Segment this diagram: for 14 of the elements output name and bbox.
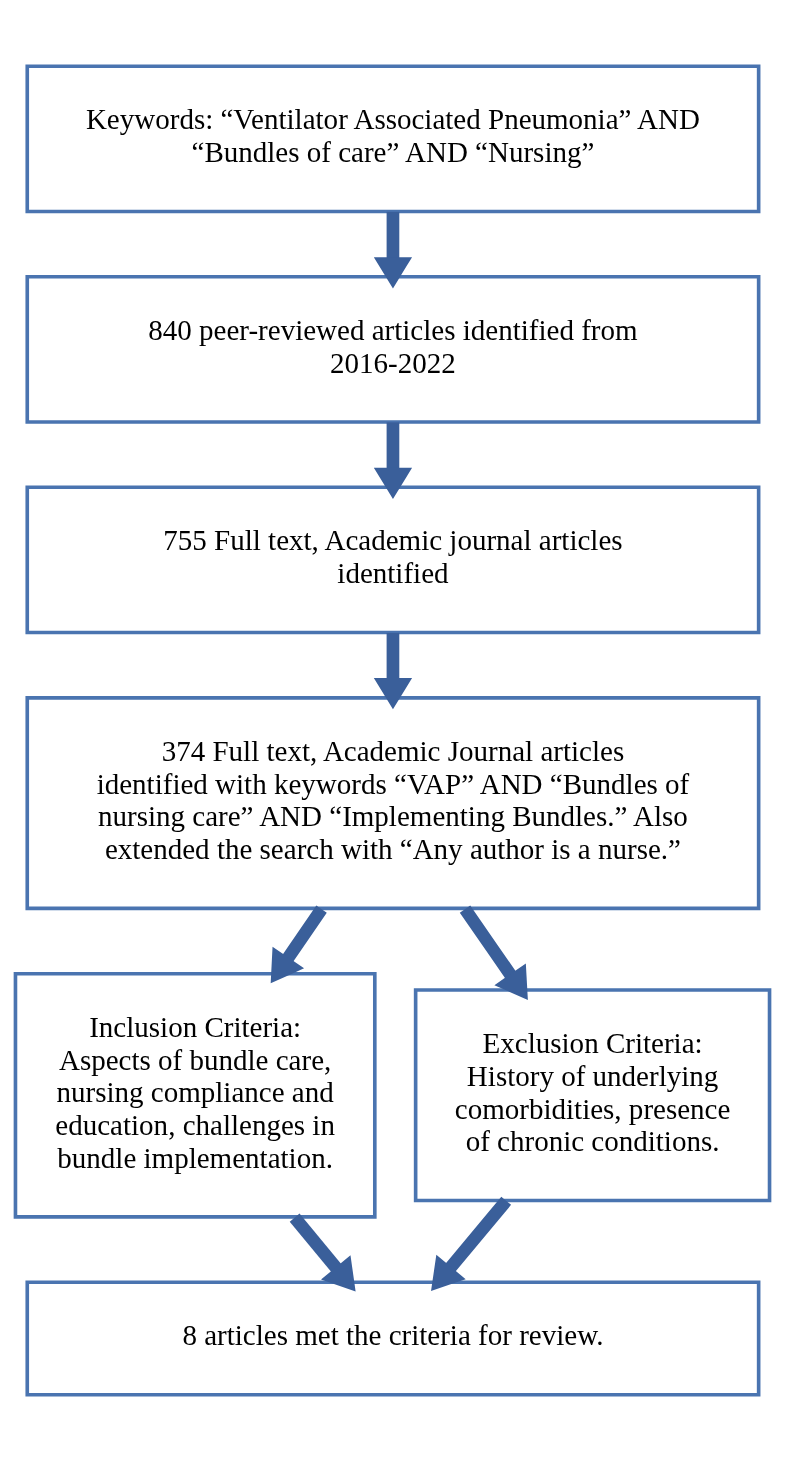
node-box: Exclusion Criteria: History of underlying comorbidities, presence of chronic conditions. bbox=[413, 987, 772, 1202]
node-box: 755 Full text, Academic journal articles identified bbox=[25, 485, 761, 634]
node-box: 374 Full text, Academic Journal articles identified with keywords “VAP” AND “Bundles of nursing care” AND “Implementing Bundles.” Also extended the search with “Any author is a nurse.” bbox=[25, 695, 761, 910]
arrow bbox=[270, 905, 327, 983]
arrow bbox=[459, 904, 528, 1000]
node-box: Inclusion Criteria: Aspects of bundle care, nursing compliance and education, challenges in bundle implementation. bbox=[13, 971, 377, 1219]
node-box: 840 peer-reviewed articles identified from 2016-2022 bbox=[25, 274, 761, 424]
arrow bbox=[431, 1196, 512, 1291]
arrow bbox=[373, 421, 413, 499]
node-box: 8 articles met the criteria for review. bbox=[25, 1279, 761, 1397]
arrow bbox=[289, 1213, 356, 1291]
node-box: Keywords: “Ventilator Associated Pneumonia” AND “Bundles of care” AND “Nursing” bbox=[25, 63, 761, 213]
arrow bbox=[373, 632, 413, 709]
arrow bbox=[373, 211, 413, 288]
